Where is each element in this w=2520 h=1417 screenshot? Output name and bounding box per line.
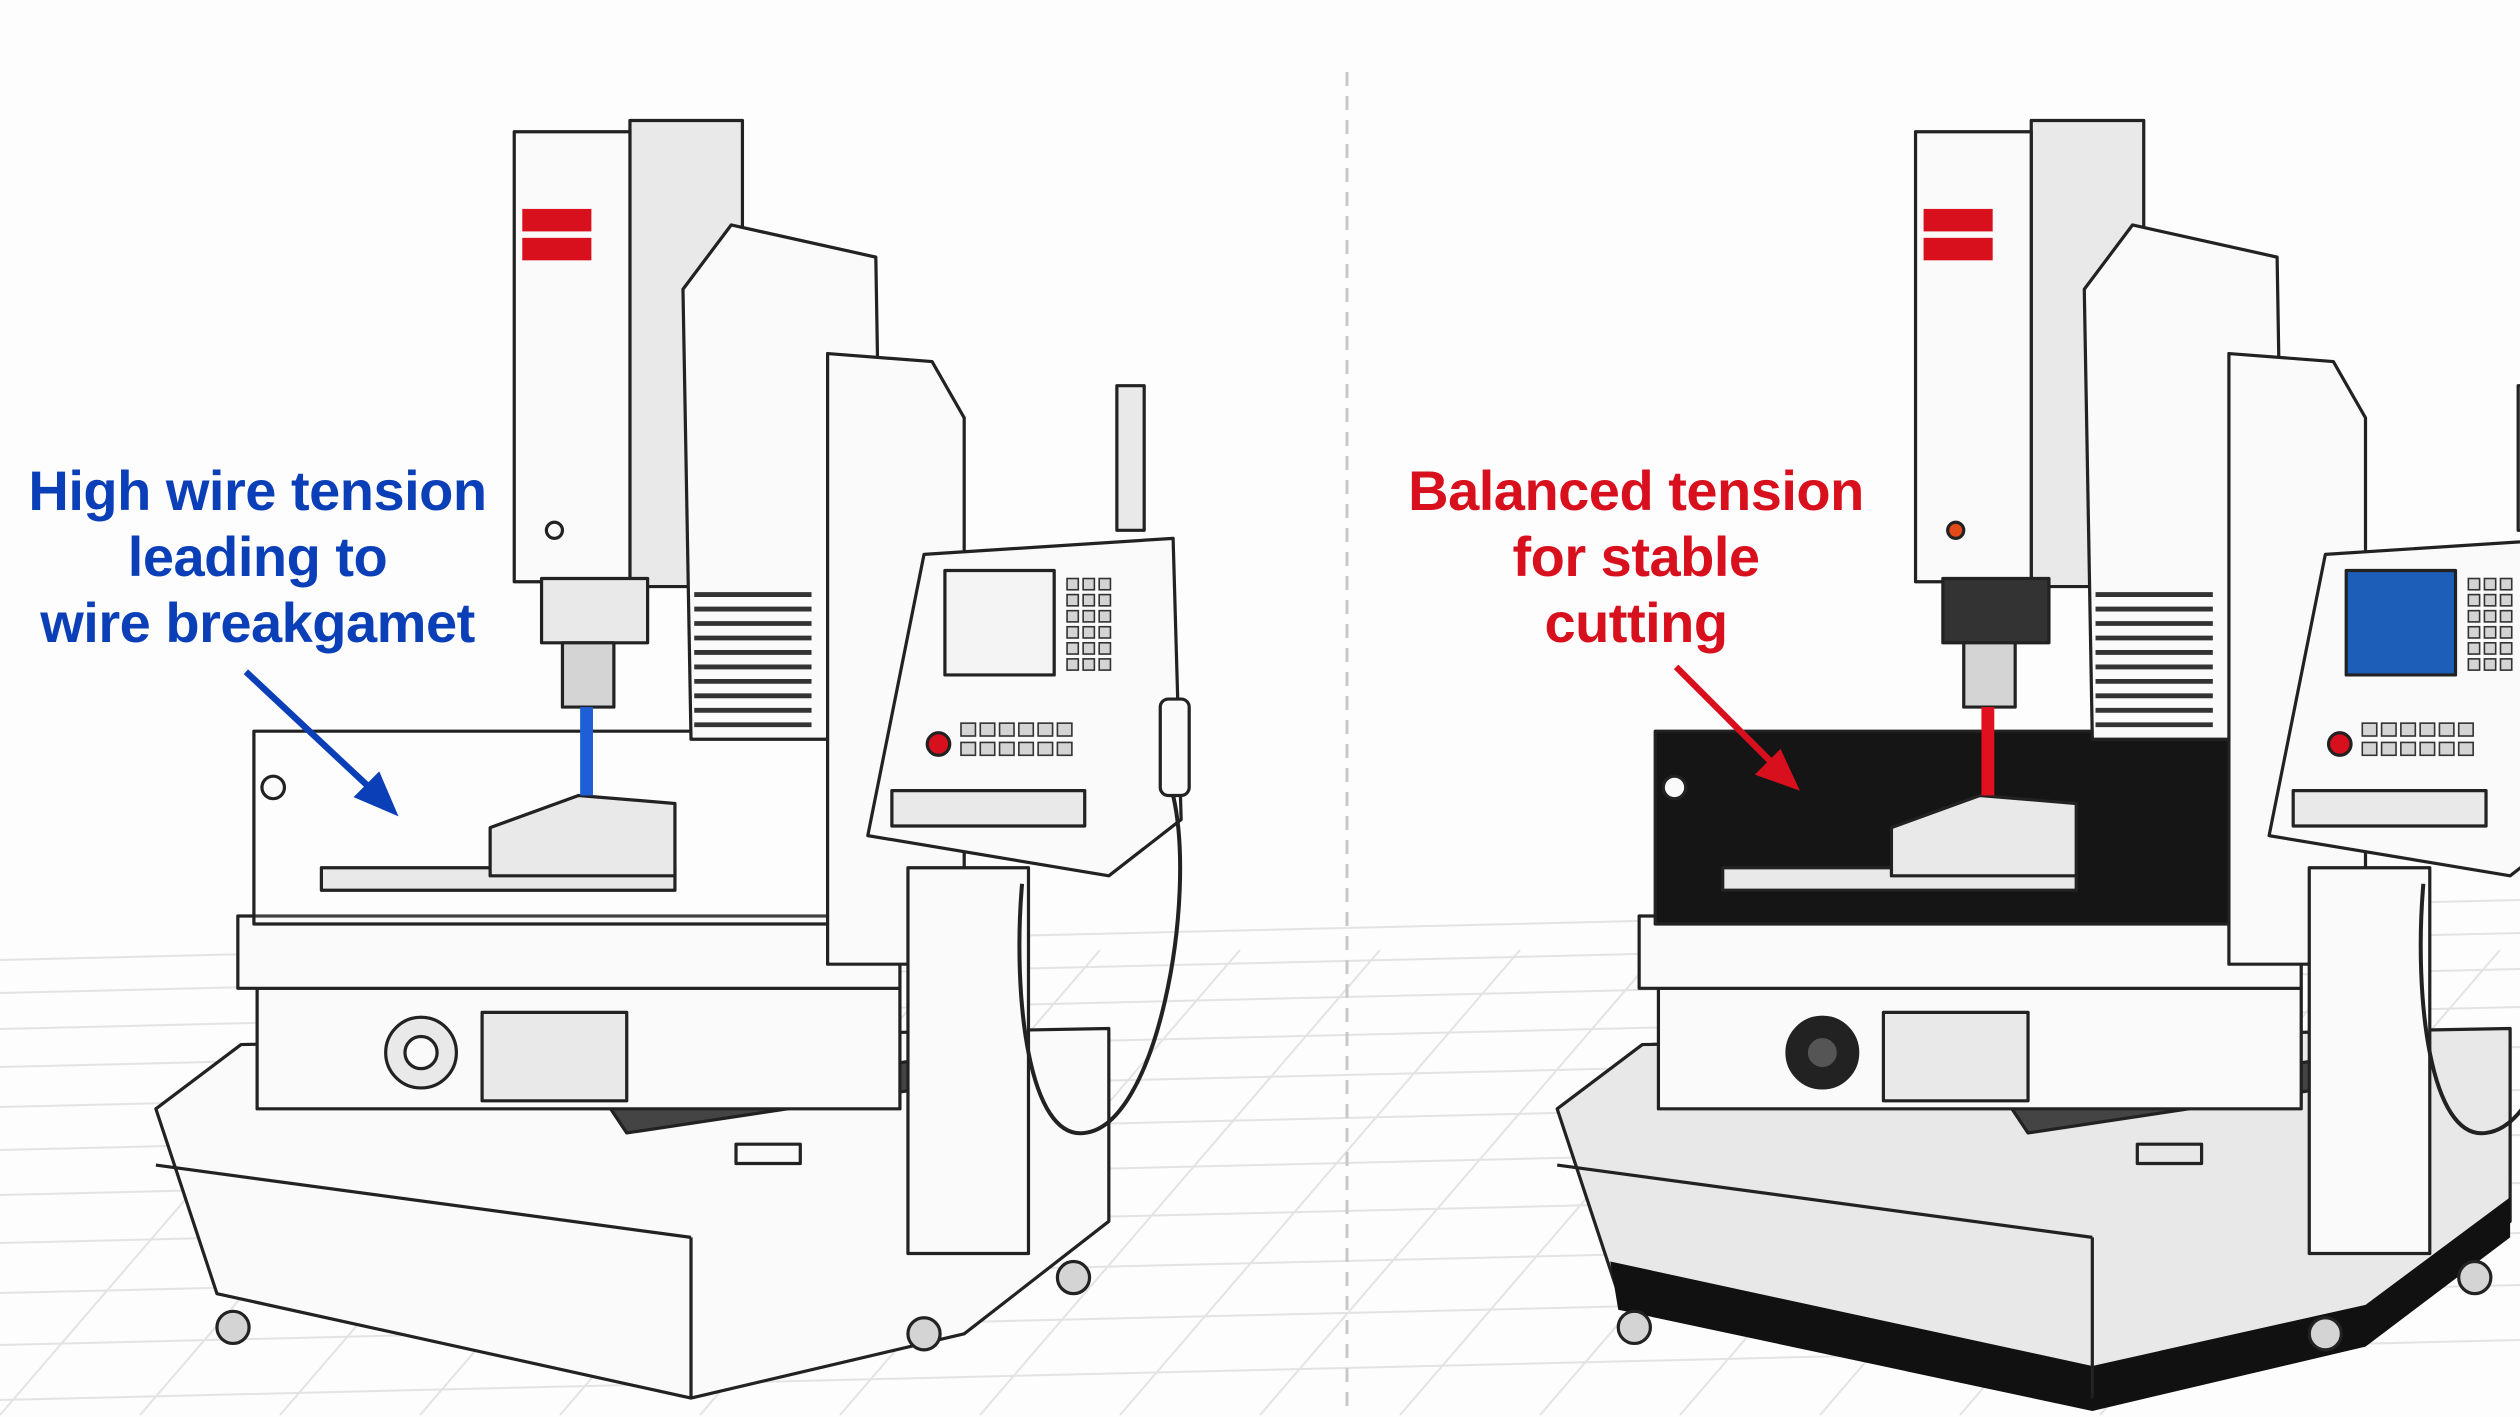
machine-table [1637, 914, 2303, 990]
base-slot [734, 1142, 802, 1166]
pendant-cable [1017, 795, 1183, 1135]
brand-logo-bar [522, 208, 592, 232]
saddle [480, 1010, 629, 1103]
wire-electrode [1981, 707, 1995, 796]
leveling-foot [1616, 1309, 1652, 1346]
leveling-foot [215, 1309, 251, 1346]
workpiece [488, 793, 677, 878]
cnc-pedestal [906, 866, 1031, 1256]
caption-line: leading to [127, 525, 388, 588]
saddle [1881, 1010, 2030, 1103]
handwheel-hub [1804, 1034, 1841, 1071]
wire-electrode [580, 707, 593, 796]
spindle-nozzle [560, 641, 616, 709]
grid-line [1119, 949, 1521, 1416]
cnc-keyboard [2291, 789, 2488, 828]
cnc-screen [2344, 568, 2458, 677]
spindle-nozzle [1962, 641, 2017, 709]
column-front [512, 130, 632, 584]
emergency-stop-button [925, 731, 952, 757]
caption-line: High wire tension [28, 459, 487, 522]
grid-line [979, 949, 1381, 1416]
spindle-head [539, 576, 650, 645]
column-front [1913, 130, 2033, 584]
leveling-foot [2307, 1316, 2344, 1352]
pendant-cable [2418, 883, 2520, 1135]
base-slot [2135, 1142, 2204, 1166]
cnc-keypad [2467, 577, 2513, 671]
caption-balanced-tension: Balanced tension for stable cutting [1376, 458, 1896, 656]
base-edge [155, 1163, 692, 1239]
base-edge [1556, 1163, 2093, 1239]
indicator-light [544, 520, 565, 540]
handheld-pendant [1158, 697, 1191, 798]
cnc-pedestal [2307, 866, 2432, 1256]
brand-logo-bar [522, 237, 592, 261]
edm-machine-right [1555, 118, 2520, 1411]
signal-tower [1115, 384, 1146, 532]
edm-machine-left [154, 118, 1191, 1400]
signal-tower [2516, 384, 2520, 532]
grid-line [1259, 949, 1661, 1416]
arrow-left [243, 669, 399, 817]
cooling-fins [2095, 592, 2213, 728]
leveling-foot [1055, 1259, 1092, 1296]
cooling-fins [694, 592, 812, 728]
cnc-keyboard [890, 789, 1087, 828]
tank-gauge [260, 774, 287, 801]
caption-line: Balanced tension [1408, 459, 1864, 522]
machine-table [236, 914, 902, 990]
brand-logo-bar [1923, 208, 1993, 232]
indicator-light [1946, 520, 1966, 540]
cnc-keypad [1066, 577, 1112, 671]
cnc-buttons [2361, 722, 2474, 757]
tank-gauge [1661, 774, 1688, 801]
caption-line: cutting [1544, 591, 1728, 654]
caption-high-tension: High wire tension leading to wire breakg… [0, 458, 515, 656]
caption-line: wire breakgamet [40, 591, 475, 654]
arrow-right [1673, 664, 1800, 791]
emergency-stop-button [2326, 731, 2353, 757]
caption-line: for stable [1512, 525, 1760, 588]
cnc-screen [943, 568, 1056, 677]
leveling-foot [2457, 1259, 2493, 1296]
workpiece [1889, 793, 2078, 878]
handwheel-hub [403, 1034, 439, 1071]
spindle-head [1941, 576, 2051, 645]
leveling-foot [906, 1316, 942, 1352]
base-skirt [1610, 1197, 2511, 1411]
cnc-buttons [960, 722, 1073, 757]
brand-logo-bar [1923, 237, 1993, 261]
